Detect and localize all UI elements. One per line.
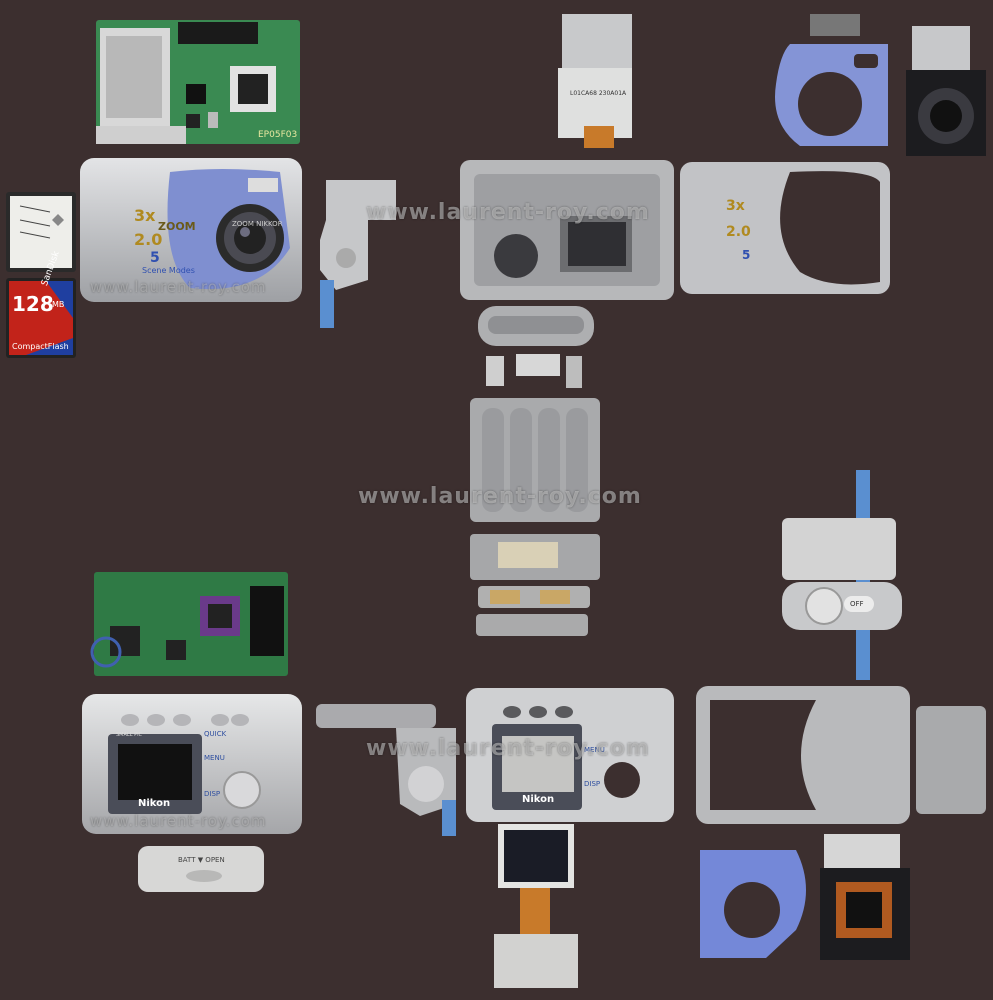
back-menu: MENU — [204, 754, 225, 762]
top-plate — [478, 306, 594, 346]
camera-chassis-top — [460, 160, 674, 300]
card-unit: MB — [52, 300, 65, 309]
front-scene: 5 — [150, 250, 160, 266]
front-zoom: ZOOM — [158, 220, 196, 233]
blue-lens-ring-bottom — [696, 850, 812, 960]
front-scene-word: Scene Modes — [142, 266, 195, 275]
shell-menu: MENU — [584, 746, 605, 754]
camera-chassis-bottom — [696, 686, 988, 826]
card-type: CompactFlash — [12, 342, 69, 351]
watermark-small-top: www.laurent-roy.com — [90, 278, 267, 296]
memory-card-blank — [6, 192, 76, 272]
blue-lens-ring-top — [770, 14, 890, 154]
main-circuit-board-bottom — [90, 566, 290, 684]
shell-disp: DISP — [584, 780, 601, 788]
watermark-center: www.laurent-roy.com — [358, 484, 642, 509]
main-circuit-board-top: EP05F03 — [96, 14, 300, 148]
lcd-panel — [494, 822, 578, 990]
front-megapixels: 2.0 — [134, 230, 163, 249]
compactflash-card: 128 MB SanDisk CompactFlash — [6, 250, 76, 358]
watermark-small-bottom: www.laurent-roy.com — [90, 812, 267, 830]
battery-door-label: BATT ▼ OPEN — [178, 856, 225, 864]
back-brand: Nikon — [138, 798, 171, 809]
mode-dial-assembly: OFF — [782, 470, 902, 680]
lens-unit-bottom — [816, 834, 914, 964]
battery-compartment — [470, 398, 600, 522]
back-small-pic: SMALL PIC — [116, 732, 143, 738]
front-optical: 3x — [134, 206, 156, 225]
shell-megapixels: 2.0 — [726, 224, 751, 240]
card-size: 128 — [12, 292, 54, 316]
battery-door: BATT ▼ OPEN — [138, 846, 264, 892]
shell-optical: 3x — [726, 198, 745, 214]
lcd-bracket-top: L01CA68 230A01A — [548, 10, 640, 160]
back-quick: QUICK — [204, 730, 227, 738]
lens-unit-top — [896, 26, 990, 162]
lcd-label: L01CA68 230A01A — [570, 90, 627, 97]
shell-brand: Nikon — [522, 794, 555, 805]
mode-off-label: OFF — [850, 600, 864, 608]
watermark-top: www.laurent-roy.com — [366, 200, 650, 225]
button-bracket — [316, 704, 466, 836]
lens-label: ZOOM NIKKOR — [232, 220, 283, 228]
camera-back-shell: Nikon MENU DISP — [466, 688, 674, 822]
shutter-button-parts — [482, 350, 592, 394]
metal-bracket-top — [316, 180, 396, 328]
camera-back: Nikon SMALL PIC MENU DISP QUICK — [82, 690, 302, 834]
battery-contacts — [470, 534, 600, 638]
board-label: EP05F03 — [258, 130, 298, 140]
shell-scene: 5 — [742, 248, 751, 262]
camera-front: 3x ZOOM 2.0 5 Scene Modes ZOOM NIKKOR — [80, 158, 302, 302]
watermark-bottom: www.laurent-roy.com — [366, 736, 650, 761]
camera-front-shell: 3x 2.0 5 — [680, 162, 890, 294]
back-disp: DISP — [204, 790, 221, 798]
